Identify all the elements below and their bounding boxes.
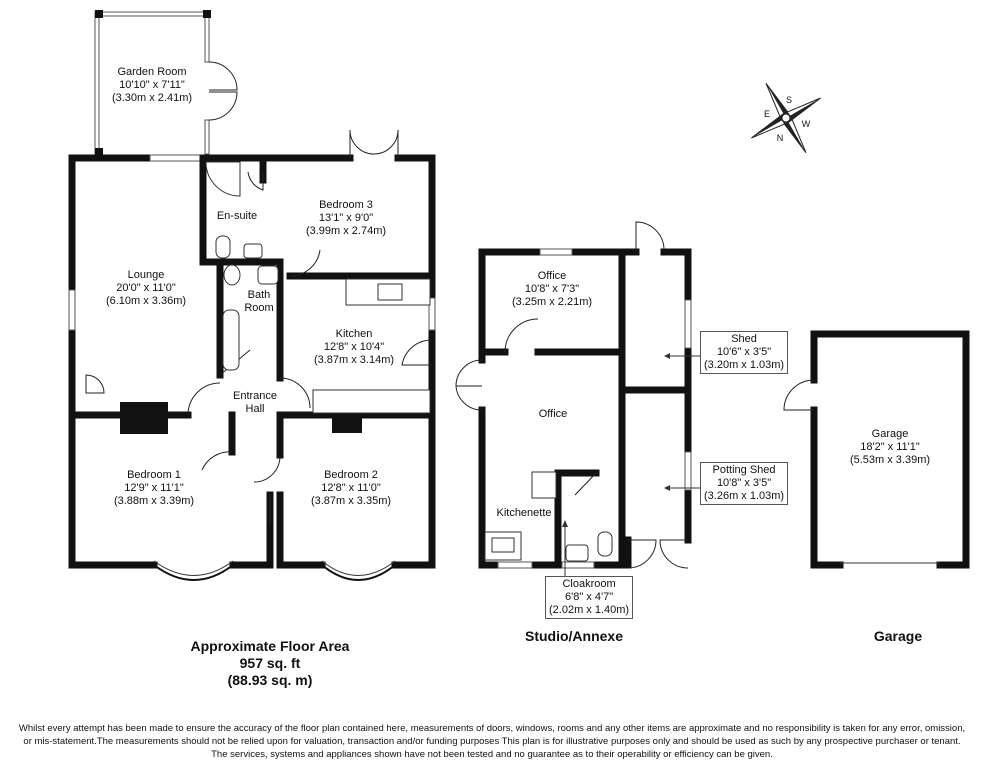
room-label-kitchenette: Kitchenette: [496, 507, 552, 519]
room-label-en-suite: En-suite: [216, 210, 258, 222]
section-label-studio: Studio/Annexe: [524, 628, 624, 644]
garage-walls: [783, 330, 970, 569]
compass-letter-e: E: [763, 109, 771, 119]
compass-rose-icon: [751, 83, 821, 153]
garden-room-walls: [94, 10, 238, 156]
compass-letter-s: S: [785, 95, 793, 105]
compass-letter-w: W: [801, 119, 811, 129]
disclaimer-text: Whilst every attempt has been made to en…: [18, 723, 966, 760]
section-label-garage: Garage: [873, 628, 923, 644]
room-label-office-2: Office: [538, 408, 568, 420]
compass-letter-n: N: [776, 133, 784, 143]
main-house-walls: [68, 10, 436, 581]
studio-annexe-walls: [455, 221, 700, 576]
